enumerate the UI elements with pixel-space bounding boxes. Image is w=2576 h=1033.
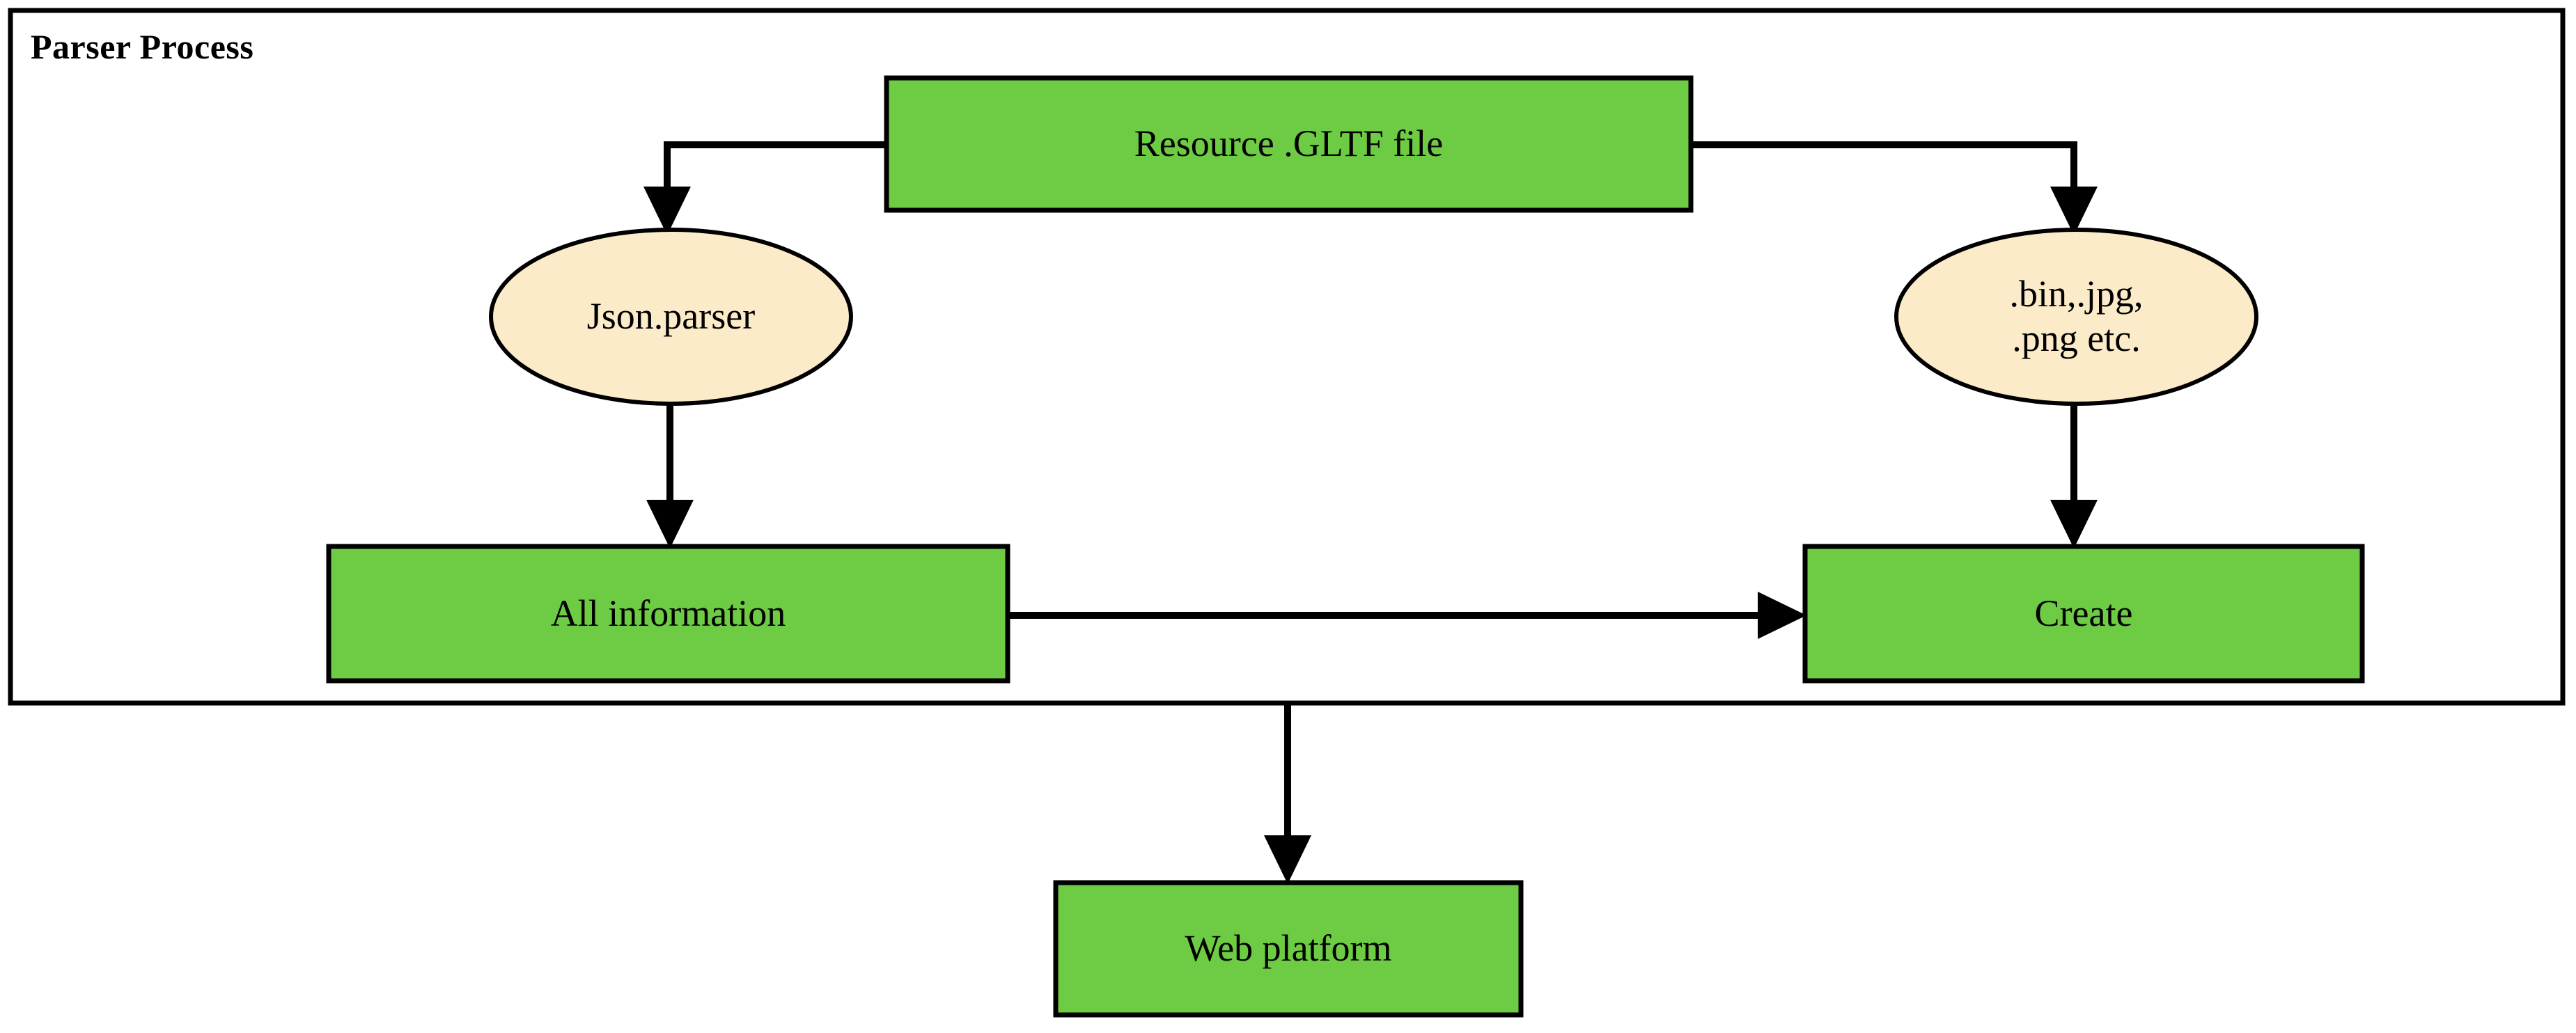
node-json-parser[interactable]: [489, 228, 853, 406]
node-create[interactable]: [1802, 544, 2365, 684]
edge-resource-to-binary-assets: [1691, 141, 2098, 235]
edge-container-to-web-platform: [1264, 703, 1311, 884]
edge-resource-to-json-parser: [643, 141, 887, 235]
node-web-platform[interactable]: [1053, 880, 1524, 1018]
node-resource-gltf-file[interactable]: [884, 75, 1694, 213]
edge-all-information-to-create: [1008, 592, 1806, 639]
edge-json-parser-to-all-information: [646, 404, 694, 549]
edge-binary-assets-to-create: [2050, 404, 2098, 549]
parser-process-title: Parser Process: [31, 27, 254, 66]
node-all-information[interactable]: [326, 544, 1010, 684]
node-binary-assets[interactable]: [1894, 228, 2258, 406]
